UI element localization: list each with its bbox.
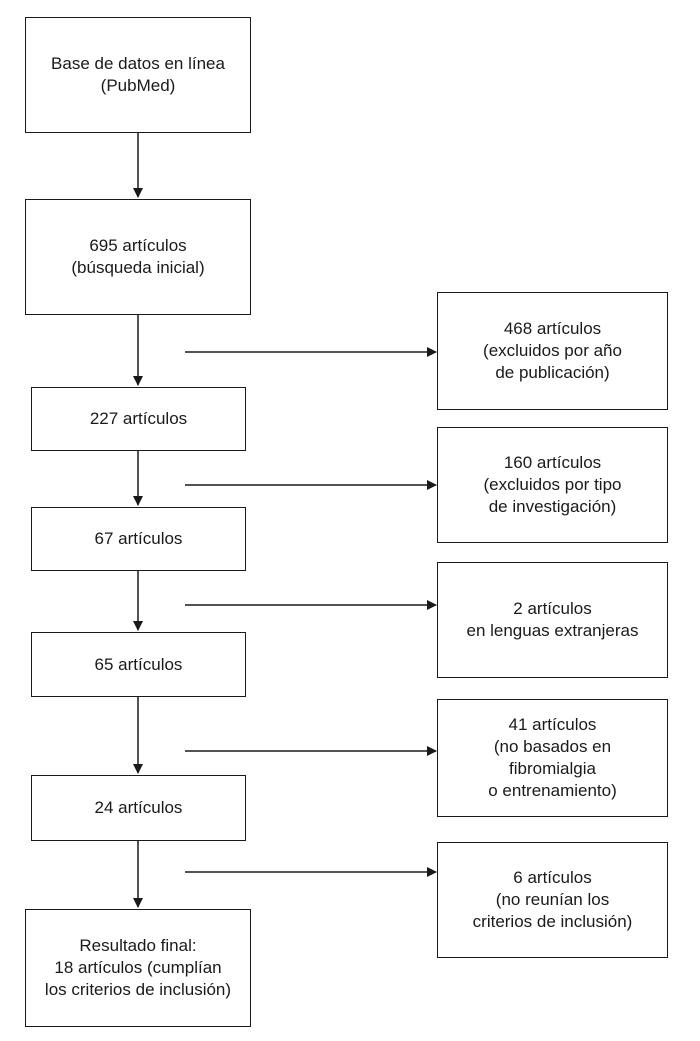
box-line: 468 artículos [503,319,602,338]
box-line: de investigación) [488,497,617,516]
step-24-box: 24 artículos [31,775,246,841]
step-67-box: 67 artículos [31,507,246,571]
box-line: 18 artículos (cumplían [54,958,222,977]
excluded-2-box: 2 artículos en lenguas extranjeras [437,562,668,678]
box-line: 695 artículos [89,236,187,255]
box-line: Resultado final: [79,936,197,955]
box-line: 41 artículos [508,715,597,734]
excluded-468-box: 468 artículos (excluidos por año de publ… [437,292,668,410]
box-line: fibromialgia [509,759,596,778]
excluded-6-box: 6 artículos (no reunían los criterios de… [437,842,668,958]
excluded-160-box: 160 artículos (excluidos por tipo de inv… [437,427,668,543]
box-line: 65 artículos [94,654,183,674]
box-line: (no reunían los [495,890,610,909]
box-line: (no basados en [493,737,612,756]
box-line: o entrenamiento) [488,781,617,800]
box-line: 6 artículos [513,868,592,887]
box-line: criterios de inclusión) [472,912,633,931]
box-line: (excluidos por tipo [483,475,622,494]
box-line: 67 artículos [94,529,183,548]
box-line: 24 artículos [94,798,183,817]
box-line: en lenguas extranjeras [466,621,639,640]
box-line: (excluidos por año [483,341,622,360]
box-line: 2 artículos [513,599,592,618]
box-line: los criterios de inclusión) [44,980,232,999]
excluded-41-box: 41 artículos (no basados en fibromialgia… [437,699,668,817]
box-line: 227 artículos [89,409,188,428]
initial-search-box: 695 artículos (búsqueda inicial) [25,199,251,315]
box-line: Base de datos en línea [51,54,225,73]
box-line: de publicación) [495,363,610,382]
step-227-box: 227 artículos [31,387,246,451]
box-line: 160 artículos [503,453,602,472]
source-box: Base de datos en línea (PubMed) [25,17,251,133]
box-line: (búsqueda inicial) [71,258,205,277]
box-line: (PubMed) [100,76,176,95]
step-65-box: 65 artículos [31,632,246,697]
final-result-box: Resultado final: 18 artículos (cumplían … [25,909,251,1027]
